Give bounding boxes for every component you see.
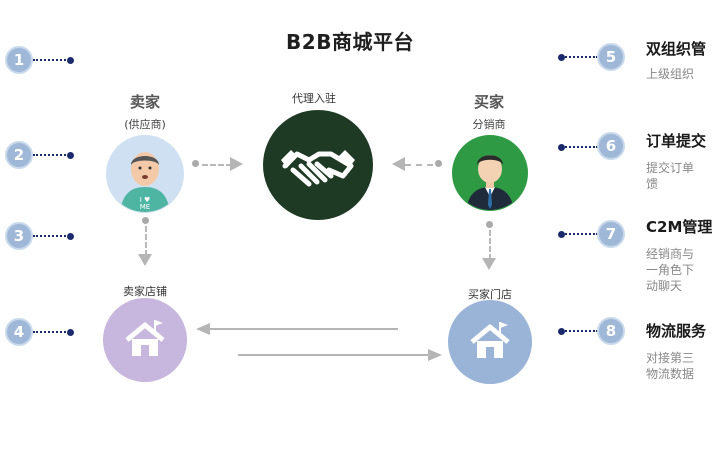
house-flag-icon bbox=[470, 322, 510, 358]
buyer-center-arrow-icon bbox=[392, 157, 405, 171]
seller-avatar: I ♥ ME bbox=[106, 135, 184, 213]
buyer-down-line bbox=[489, 230, 491, 260]
buyer-person-icon bbox=[466, 155, 514, 210]
house-flag-icon bbox=[125, 320, 165, 356]
buyer-store-circle bbox=[448, 300, 532, 384]
buyer-to-seller-line bbox=[208, 328, 398, 330]
step-2-connector bbox=[33, 154, 70, 156]
seller-to-buyer-arrow-icon bbox=[428, 349, 442, 361]
seller-center-arrow-icon bbox=[230, 157, 243, 171]
seller-center-line bbox=[202, 164, 232, 166]
step-4-endpoint bbox=[67, 329, 74, 336]
step-7-text: C2M管理 经销商与 一角色下 动聊天 bbox=[646, 216, 712, 298]
seller-to-buyer-line bbox=[238, 354, 430, 356]
buyer-name: 买家 bbox=[473, 93, 504, 111]
step-8-desc-line-2: 物流数据 bbox=[646, 367, 695, 381]
step-6-connector bbox=[562, 146, 598, 148]
step-3-badge: 3 bbox=[5, 222, 33, 250]
step-5-desc-line-1: 上级组织 bbox=[646, 67, 695, 81]
step-2-endpoint bbox=[67, 152, 74, 159]
step-1-endpoint bbox=[67, 57, 74, 64]
seller-store-circle bbox=[103, 298, 187, 382]
seller-store-label: 卖家店铺 bbox=[123, 285, 167, 298]
seller-down-dot bbox=[142, 217, 149, 224]
step-6-endpoint bbox=[558, 144, 565, 151]
step-8-text: 物流服务 对接第三 物流数据 bbox=[646, 320, 707, 390]
step-5-connector bbox=[562, 56, 598, 58]
page-title: B2B商城平台 bbox=[286, 30, 414, 54]
step-3-endpoint bbox=[67, 233, 74, 240]
step-8-title: 物流服务 bbox=[646, 322, 707, 340]
buyer-down-dot bbox=[486, 221, 493, 228]
buyer-center-line bbox=[405, 164, 433, 166]
step-6-title: 订单提交 bbox=[646, 132, 707, 150]
seller-name: 卖家 bbox=[129, 93, 160, 111]
buyer-avatar bbox=[452, 135, 528, 211]
step-2-badge: 2 bbox=[5, 141, 33, 169]
step-7-connector bbox=[562, 233, 598, 235]
step-1-badge: 1 bbox=[5, 46, 33, 74]
seller-down-arrow-icon bbox=[138, 254, 152, 266]
center-label: 代理入驻 bbox=[292, 92, 336, 105]
step-7-badge: 7 bbox=[597, 220, 625, 248]
svg-text:ME: ME bbox=[140, 203, 150, 211]
step-5-badge: 5 bbox=[597, 43, 625, 71]
step-8-desc-line-1: 对接第三 bbox=[646, 351, 695, 365]
step-8-badge: 8 bbox=[597, 317, 625, 345]
step-1-connector bbox=[33, 59, 70, 61]
seller-subtitle: (供应商) bbox=[124, 118, 166, 131]
buyer-subtitle: 分销商 bbox=[472, 118, 506, 131]
step-5-text: 双组织管 上级组织 bbox=[646, 38, 707, 98]
step-5-endpoint bbox=[558, 54, 565, 61]
center-circle bbox=[263, 110, 373, 220]
step-6-text: 订单提交 提交订单 馈 bbox=[646, 130, 707, 200]
seller-person-icon: I ♥ ME bbox=[120, 152, 170, 212]
buyer-store-label: 买家门店 bbox=[468, 288, 512, 301]
step-4-connector bbox=[33, 331, 70, 333]
step-6-desc-line-1: 提交订单 bbox=[646, 161, 695, 175]
step-7-desc-line-3: 动聊天 bbox=[646, 279, 683, 293]
svg-text:I ♥: I ♥ bbox=[140, 196, 151, 204]
step-8-connector bbox=[562, 330, 598, 332]
step-7-endpoint bbox=[558, 231, 565, 238]
step-4-badge: 4 bbox=[5, 318, 33, 346]
buyer-to-seller-arrow-icon bbox=[196, 323, 210, 335]
seller-down-line bbox=[145, 226, 147, 256]
step-7-title: C2M管理 bbox=[646, 218, 712, 236]
step-5-title: 双组织管 bbox=[646, 40, 707, 58]
step-8-endpoint bbox=[558, 328, 565, 335]
step-3-connector bbox=[33, 235, 70, 237]
step-6-badge: 6 bbox=[597, 132, 625, 160]
handshake-icon bbox=[281, 150, 355, 187]
step-7-desc-line-2: 一角色下 bbox=[646, 263, 695, 277]
seller-center-dot bbox=[192, 160, 199, 167]
step-7-desc-line-1: 经销商与 bbox=[646, 247, 695, 261]
buyer-down-arrow-icon bbox=[482, 258, 496, 270]
step-6-desc-line-2: 馈 bbox=[646, 177, 659, 191]
buyer-center-dot bbox=[435, 160, 442, 167]
